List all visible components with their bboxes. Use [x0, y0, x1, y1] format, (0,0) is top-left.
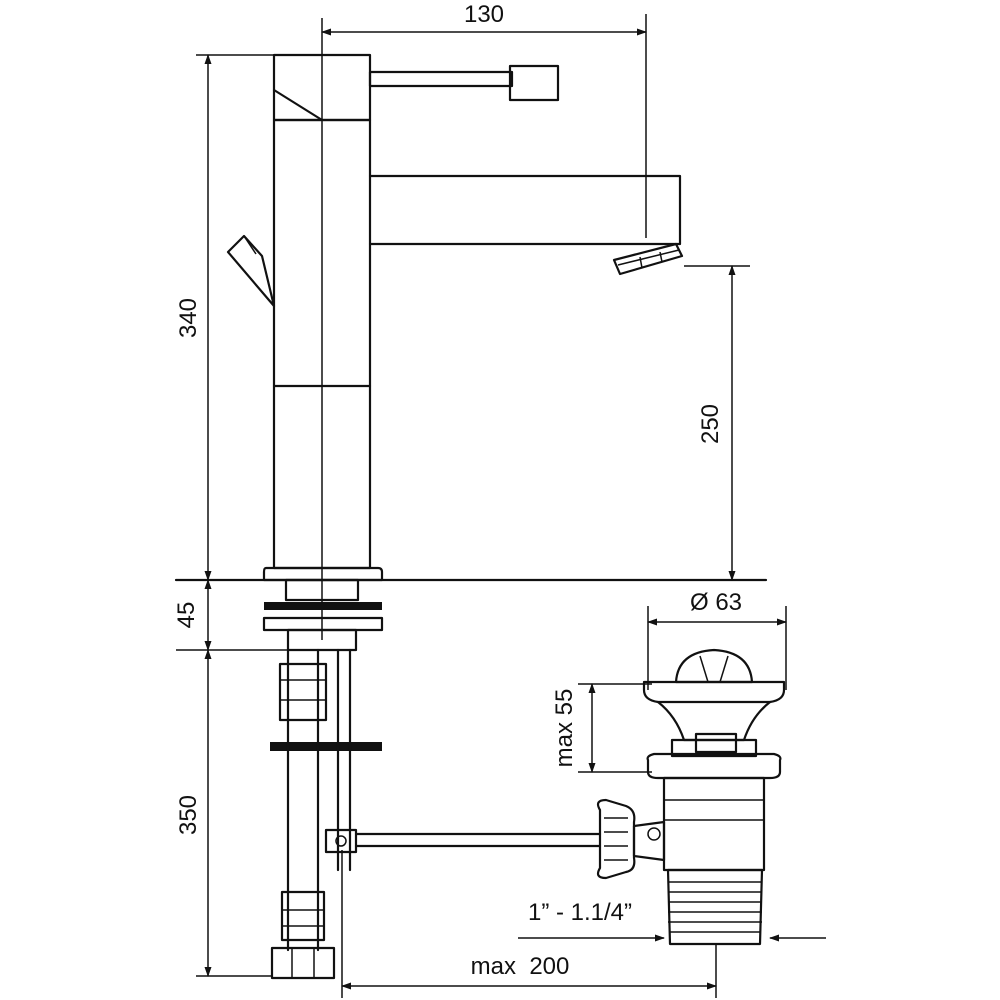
pop-up-waste	[596, 648, 786, 946]
faucet-body	[262, 53, 384, 582]
dim-label-max-55: max 55	[551, 689, 578, 768]
pop-up-lever	[226, 234, 276, 308]
handle-lever	[368, 64, 560, 102]
mounting-hardware	[262, 578, 384, 751]
dim-hose-length: 350	[175, 649, 272, 977]
flexible-hose	[270, 648, 336, 980]
dim-label-340: 340	[175, 298, 202, 338]
dim-label-max-200: max 200	[471, 953, 570, 980]
dim-spout-height: 250	[684, 265, 750, 581]
spout	[368, 174, 684, 276]
dim-label-diameter-63: Ø 63	[690, 589, 742, 616]
dim-label-130: 130	[464, 1, 504, 28]
dim-deck-thickness: 45	[173, 579, 290, 651]
dim-spout-reach: 130	[321, 1, 647, 238]
pull-rod	[324, 648, 602, 872]
dim-waste-diameter: Ø 63	[647, 589, 787, 690]
dim-total-height: 340	[175, 54, 274, 581]
dim-waste-thread: 1” - 1.1/4”	[518, 899, 826, 942]
dim-label-250: 250	[697, 404, 724, 444]
dim-waste-max-height: max 55	[551, 683, 652, 773]
dim-label-350: 350	[175, 795, 202, 835]
dim-pull-rod-max: max 200	[341, 850, 717, 998]
dim-label-45: 45	[173, 602, 200, 629]
dim-label-thread: 1” - 1.1/4”	[528, 899, 632, 926]
